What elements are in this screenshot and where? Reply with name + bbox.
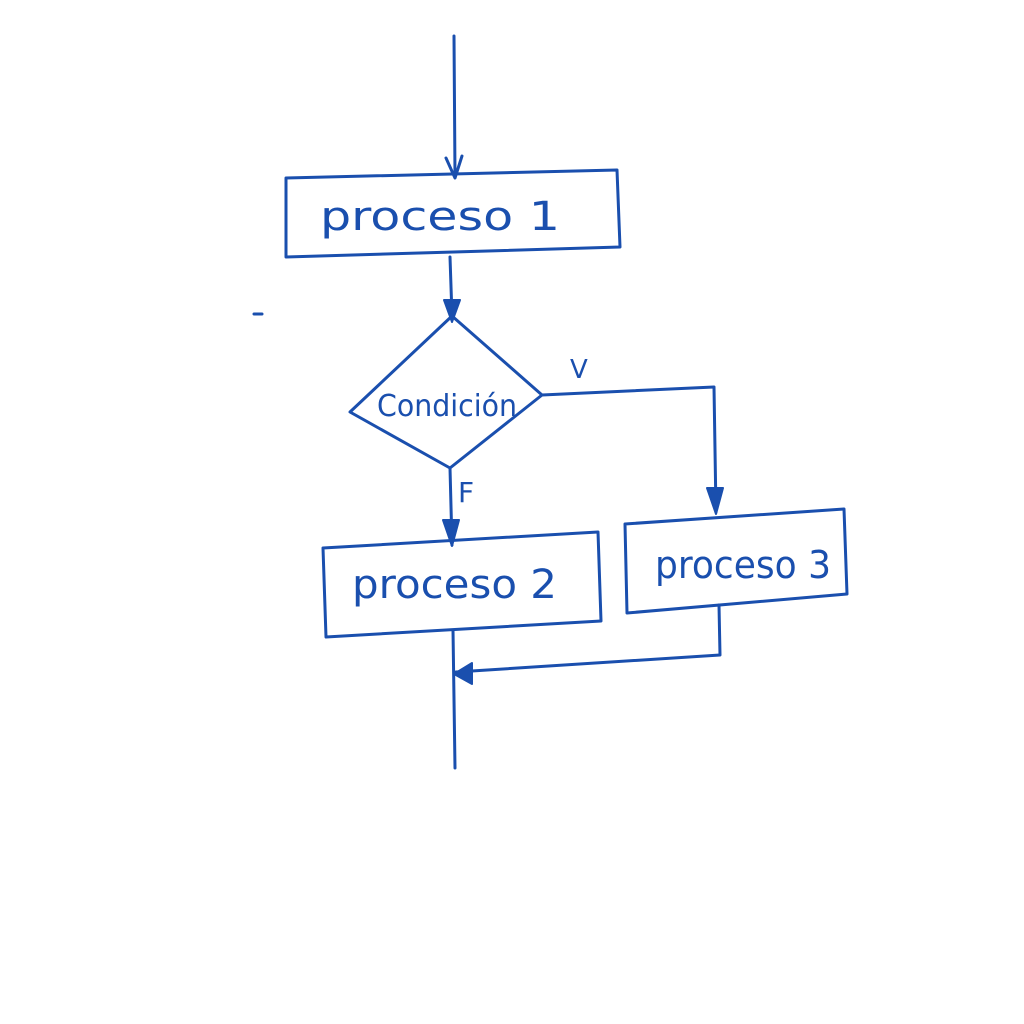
process-3-merge-line — [454, 603, 722, 674]
process-2-label: proceso 2 — [352, 562, 557, 608]
process-3-box — [623, 507, 849, 615]
process-1-box — [284, 168, 622, 259]
false-branch-label: F — [458, 476, 474, 509]
true-branch-line — [540, 385, 718, 514]
condition-label: Condición — [377, 389, 517, 424]
process-2-box — [321, 530, 603, 639]
entry-arrowhead-icon — [444, 154, 464, 180]
process-2-exit-line — [451, 628, 457, 770]
condition-arrowhead-icon — [443, 299, 461, 323]
entry-arrow-line — [452, 34, 457, 178]
true-branch-label: V — [570, 355, 588, 385]
process-3-label: proceso 3 — [655, 543, 831, 587]
process-1-label: proceso 1 — [320, 194, 560, 240]
true-branch-arrowhead-icon — [706, 487, 724, 515]
false-branch-arrowhead-icon — [442, 519, 460, 547]
merge-arrowhead-icon — [453, 662, 473, 685]
